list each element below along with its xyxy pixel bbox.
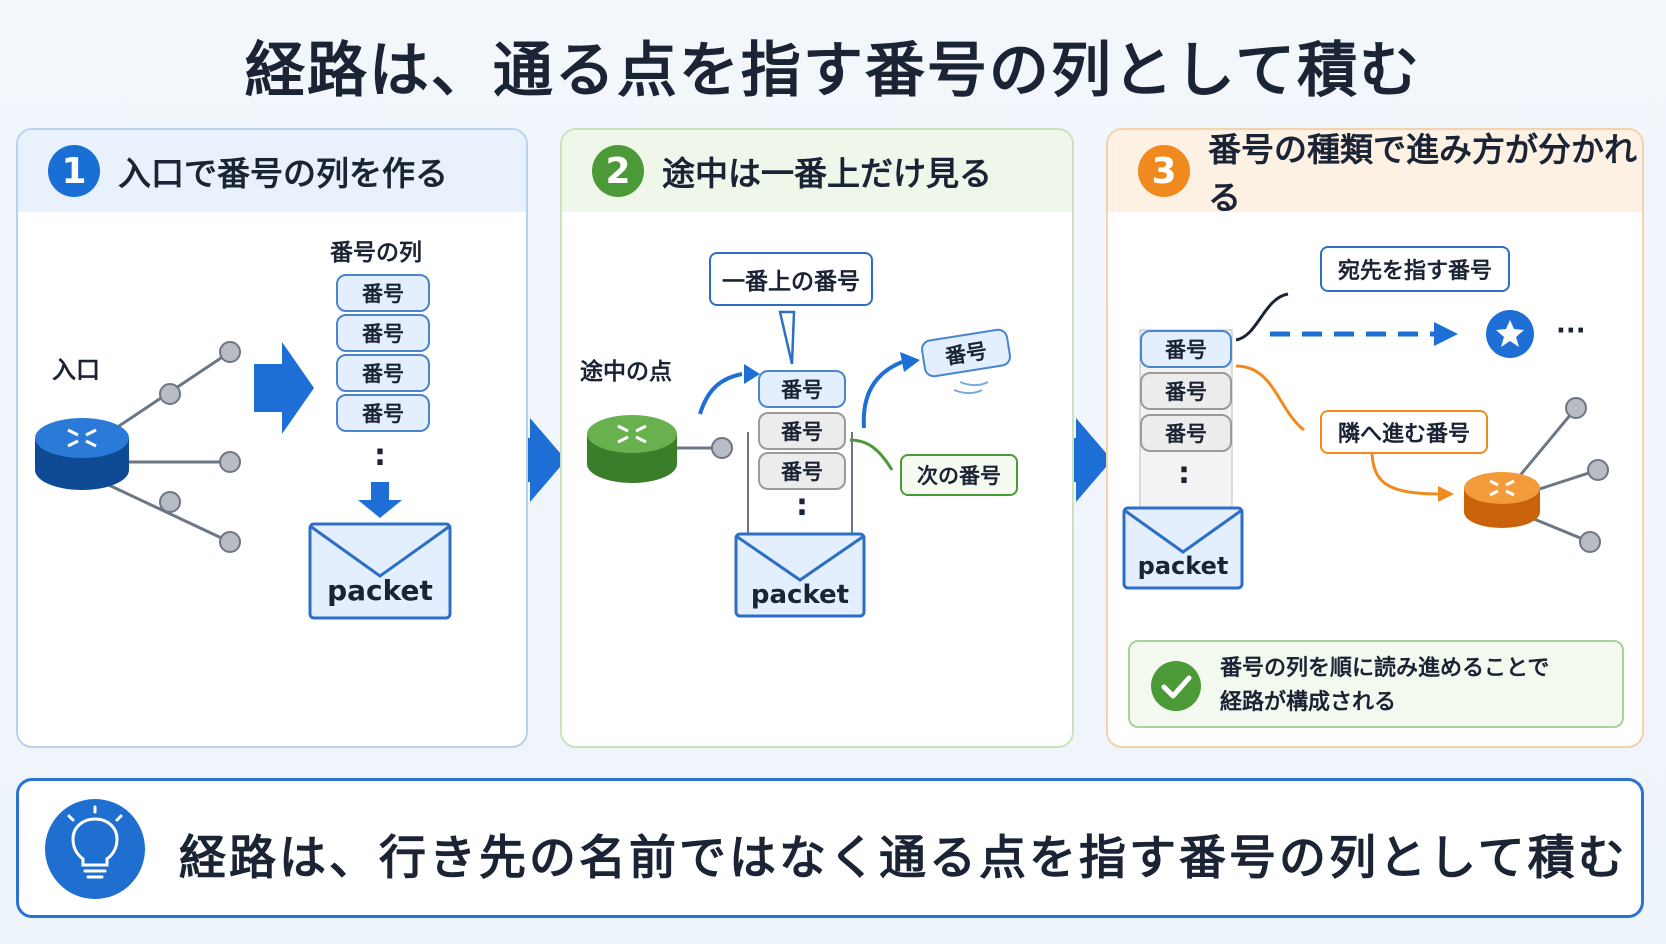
step-panel-3: 3 番号の種類で進み方が分かれる	[1106, 128, 1644, 748]
router-icon	[587, 415, 677, 483]
bubble-pointer	[778, 310, 796, 365]
number-chip-top: 番号	[758, 370, 846, 408]
next-number-label: 次の番号	[900, 454, 1018, 496]
step-panel-1: 1 入口で番号の列を作る 入口 番号の列 番	[16, 128, 528, 748]
panel-header: 2 途中は一番上だけ見る	[562, 130, 1072, 212]
packet-label: packet	[1137, 552, 1229, 580]
lightbulb-icon	[45, 799, 145, 899]
more-ellipsis: ···	[1556, 316, 1586, 346]
number-chip: 番号	[1140, 372, 1232, 410]
node-label: 途中の点	[580, 359, 672, 385]
note-line-1: 番号の列を順に読み進めることで	[1220, 656, 1550, 681]
packet-label: packet	[750, 580, 850, 610]
neighbor-number-label: 隣へ進む番号	[1320, 410, 1488, 454]
panel-header: 1 入口で番号の列を作る	[18, 130, 526, 212]
number-chip: 番号	[758, 412, 846, 450]
panel-heading: 入口で番号の列を作る	[118, 154, 448, 193]
number-chip: 番号	[336, 274, 430, 312]
step-number-badge: 3	[1138, 145, 1190, 197]
router-icon	[1464, 472, 1540, 528]
stack-ellipsis: :	[796, 488, 808, 523]
check-circle-icon	[1151, 661, 1201, 711]
stack-ellipsis: :	[374, 438, 386, 473]
step-number-badge: 2	[592, 145, 644, 197]
panel1-graphics	[35, 341, 452, 620]
stack-ellipsis: :	[1178, 456, 1190, 491]
curved-arrow-icon	[698, 372, 743, 415]
note-line-2: 経路が構成される	[1220, 690, 1397, 715]
page-title: 経路は、通る点を指す番号の列として積む	[244, 36, 1422, 106]
number-chip: 番号	[336, 354, 430, 392]
number-chip: 番号	[336, 394, 430, 432]
envelope-icon	[308, 522, 452, 620]
arrow-right-icon	[1434, 322, 1458, 346]
network-nodes	[159, 341, 241, 553]
note-text: 番号の列を順に読み進めることで 経路が構成される	[1220, 652, 1549, 720]
number-chip: 番号	[1140, 414, 1232, 452]
packet-label: packet	[327, 574, 433, 607]
star-destination-icon	[1486, 310, 1534, 358]
entry-label: 入口	[52, 356, 100, 384]
bottom-summary: 経路は、行き先の名前ではなく通る点を指す番号の列として積む	[16, 778, 1644, 918]
panel-heading: 途中は一番上だけ見る	[662, 154, 992, 193]
arrow-down-icon	[358, 482, 402, 518]
curved-arrow-icon	[861, 360, 903, 429]
number-chip: 番号	[758, 452, 846, 490]
stack-label: 番号の列	[330, 240, 422, 266]
summary-text: 経路は、行き先の名前ではなく通る点を指す番号の列として積む	[179, 831, 1628, 886]
top-number-bubble: 一番上の番号	[709, 252, 873, 306]
step-panel-2: 2 途中は一番上だけ見る 一番上の番号 途中	[560, 128, 1074, 748]
arrow-right-icon	[1438, 486, 1454, 502]
summary-note: 番号の列を順に読み進めることで 経路が構成される	[1128, 640, 1624, 728]
router-icon	[35, 418, 129, 490]
panel2-graphics	[587, 310, 989, 618]
destination-number-label: 宛先を指す番号	[1320, 246, 1510, 292]
envelope-icon	[734, 532, 866, 618]
panel-header: 3 番号の種類で進み方が分かれる	[1108, 130, 1642, 217]
panel-heading: 番号の種類で進み方が分かれる	[1208, 130, 1637, 217]
number-chip: 番号	[336, 314, 430, 352]
arrow-right-icon	[254, 342, 314, 434]
envelope-icon	[1122, 506, 1244, 590]
number-chip-top: 番号	[1140, 330, 1232, 368]
motion-lines-icon	[953, 381, 989, 394]
step-number-badge: 1	[48, 145, 100, 197]
